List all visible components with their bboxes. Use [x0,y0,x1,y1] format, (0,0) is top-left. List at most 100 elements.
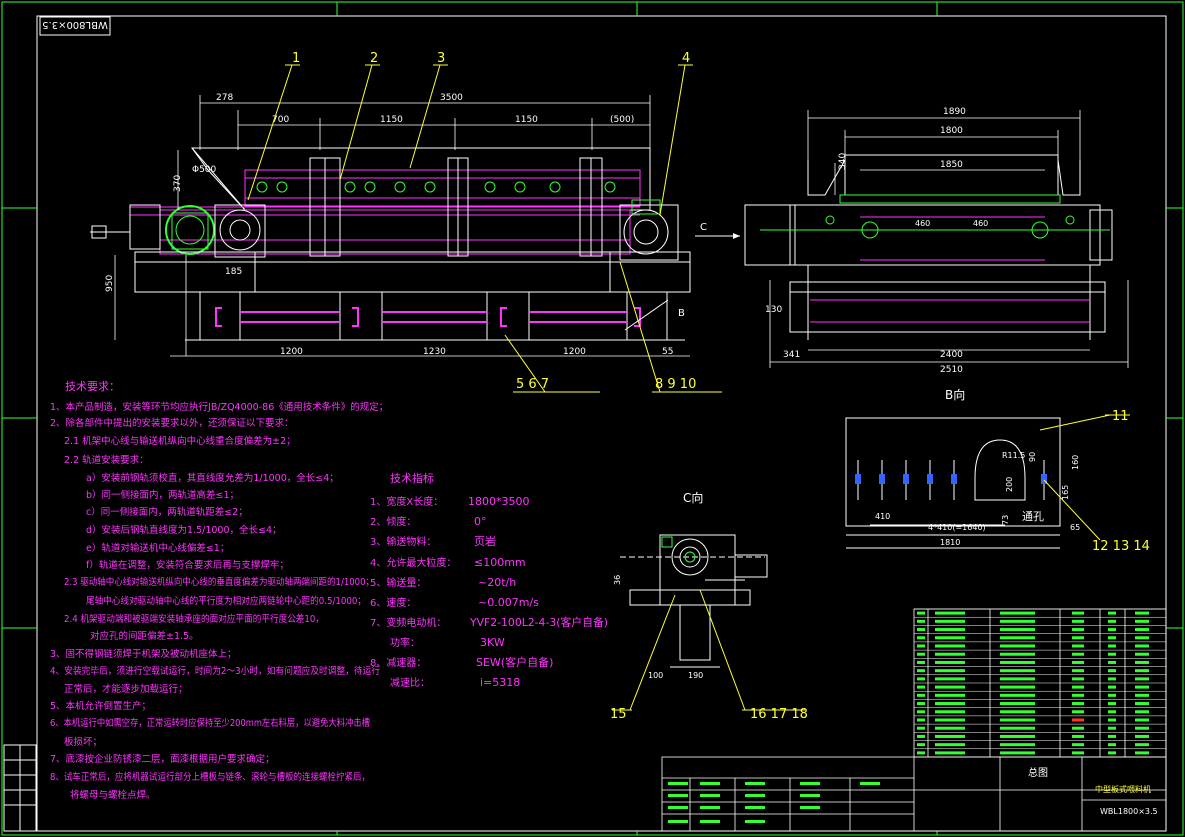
parts-list-cell [917,710,925,714]
parts-list-cell [935,636,965,640]
part-11: 11 [1112,409,1129,424]
parts-list-cell [917,702,925,706]
parts-list-cell [1072,644,1084,648]
spec-k-1: 2、倾度： [370,515,416,528]
parts-list-cell [1108,710,1116,714]
parts-list-cell [1072,660,1084,664]
part-8910: 8 9 10 [655,377,696,392]
spec-k-6: 7、变频电动机： [370,616,446,629]
parts-list-cell [1108,743,1116,747]
parts-list-cell [1072,619,1084,623]
parts-list-cell [1072,652,1084,656]
parts-list-cell [935,751,965,755]
parts-list-cell [935,611,965,615]
spec-v-4: ~20t/h [478,576,516,589]
parts-list-cell [1135,734,1149,738]
parts-list-cell [1072,611,1084,615]
title-block-cell [800,794,820,797]
tech-req-line-11: 尾轴中心线对驱动轴中心线的平行度为相对应两链轮中心距的0.5/1000； [86,595,366,607]
parts-list-cell [1000,726,1035,730]
title-block-cell [745,806,765,809]
parts-list-cell [917,734,925,738]
title-block-cell [668,806,688,809]
parts-list-cell [1108,751,1116,755]
title-block-cell [745,794,765,797]
dim-370: 370 [173,175,183,192]
dim-100: 100 [648,671,663,680]
tech-req-line-7: d）安装后钢轨直线度为1.5/1000，全长≤4； [86,524,282,536]
parts-list-cell [917,644,925,648]
dim-1200a: 1200 [280,347,303,357]
parts-list-cell [1072,677,1084,681]
parts-list-cell [917,611,925,615]
inner-border [36,15,1167,832]
dim-phi500: Φ500 [192,165,217,175]
part-121314: 12 13 14 [1092,539,1150,554]
spec-v-3: ≤100mm [474,556,526,569]
spec-v-6: YVF2-100L2-4-3(客户自备) [469,615,608,629]
dim-278: 278 [216,93,233,103]
parts-list-cell [1000,644,1035,648]
parts-list-cell [935,693,965,697]
spec-k-0: 1、宽度X长度： [370,495,443,508]
title-block-cell [745,820,765,823]
stamp-box [39,16,111,36]
parts-list-cell [935,743,965,747]
parts-list-cell [1072,718,1084,722]
parts-list-cell [1000,619,1035,623]
dim-130: 130 [765,305,782,315]
tech-spec: 技术指标 1、宽度X长度： 1800*3500 2、倾度： 0° 3、输送物料：… [370,471,608,689]
title-block [661,756,1167,832]
parts-list-cell [1072,702,1084,706]
parts-list-cell [935,652,965,656]
parts-list-cell [917,652,925,656]
parts-list-cell [917,636,925,640]
parts-list-cell [1000,702,1035,706]
title-block-cell [700,794,720,797]
tech-req-line-14: 3、固不得钢链须焊于机架及被动机座体上； [50,648,237,660]
part-161718: 16 17 18 [750,707,808,722]
parts-list-cell [1000,734,1035,738]
dim-1150a: 1150 [380,115,403,125]
tech-req-line-6: c）同一侧接面内，两轨道轨距差≤2； [86,506,248,518]
parts-list-cell [1135,718,1149,722]
title-block-cell [800,806,820,809]
title-block-cell [668,782,688,785]
tech-req-line-12: 2.4 机架驱动端和被驱端安装轴承座的面对应平面的平行度公差10， [64,613,324,625]
parts-list-cell [1108,669,1116,673]
parts-list-cell [1135,693,1149,697]
dim-3500: 3500 [440,93,463,103]
tech-req-line-17: 5、本机允许倒置生产； [50,700,151,712]
parts-list-cell [1135,636,1149,640]
parts-list-cell [1108,636,1116,640]
drawing-code: WBL1800×3.5 [1100,807,1158,816]
parts-list-cell [917,685,925,689]
tech-req-line-4: a）安装前钢轨须校直，其直线度允差为1/1000，全长≤4； [86,472,339,484]
tech-req-line-18: 6、本机运行中如需空存，正常运转时应保持至少200mm左右料层，以避免大料冲击槽 [50,717,370,729]
spec-v-7: 3KW [480,636,505,649]
product-name: 中型板式喂料机 [1095,784,1151,794]
dim-1230: 1230 [423,347,446,357]
tech-requirements: 技术要求： 1、本产品制造，安装等环节均应执行JB/ZQ4000-86《通用技术… [50,380,388,801]
tech-req-line-8: e）轨道对输送机中心线偏差≤1； [86,542,229,554]
parts-list-cell [1108,611,1116,615]
parts-list-cell [1108,693,1116,697]
drive-wheel [165,205,215,255]
dim-73: 73 [1001,515,1010,525]
dim-950: 950 [105,275,115,292]
dim-200: 200 [1005,477,1014,492]
dim-700: 700 [272,115,289,125]
dim-1200b: 1200 [563,347,586,357]
parts-list-cell [1135,685,1149,689]
dim-160: 160 [1071,455,1080,470]
parts-list-cell [1000,652,1035,656]
parts-list-cell [1108,652,1116,656]
parts-list-cell [917,619,925,623]
tech-req-line-16: 正常后，才能逐步加载运行； [64,683,188,695]
parts-list-cell [1108,726,1116,730]
c-view-title: C向 [683,490,703,505]
stamp-text: WBL800×3.5 [42,19,108,30]
tech-req-title: 技术要求： [65,380,120,393]
parts-list-cell [917,718,925,722]
